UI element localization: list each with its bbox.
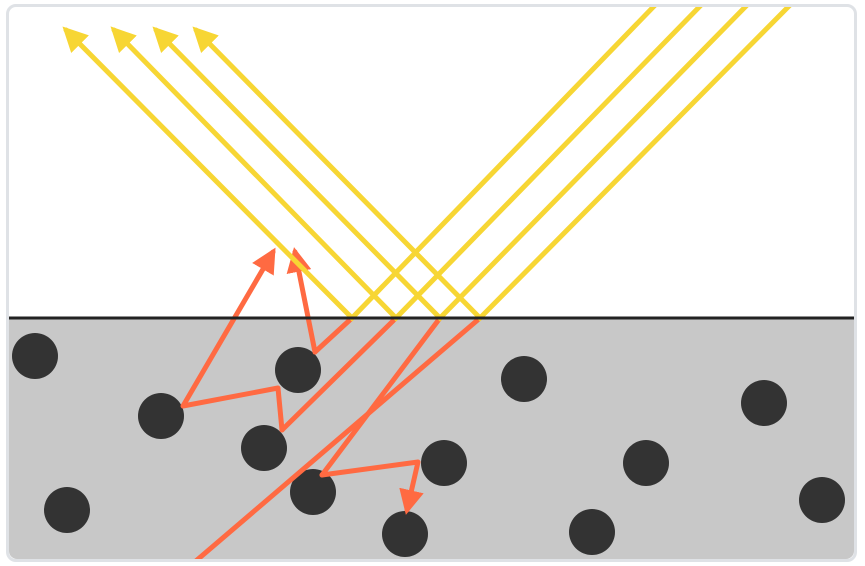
reflected-rays — [62, 7, 798, 322]
particle — [569, 509, 615, 555]
particle — [623, 440, 669, 486]
scatter-path-up — [180, 247, 285, 433]
particle — [138, 393, 184, 439]
particle — [290, 469, 336, 515]
particle — [421, 440, 467, 486]
particle — [275, 347, 321, 393]
scatter-path-down — [319, 459, 424, 515]
particle — [799, 477, 845, 523]
scattered-paths — [180, 247, 424, 515]
refracted-rays — [187, 315, 483, 559]
particles — [12, 333, 845, 557]
refracted-ray — [319, 315, 443, 478]
refracted-ray — [312, 315, 355, 355]
refracted-ray — [187, 315, 483, 559]
light-ray — [62, 7, 663, 322]
refracted-ray — [279, 315, 399, 433]
particle — [44, 487, 90, 533]
material-region — [9, 318, 854, 559]
particle — [241, 425, 287, 471]
particle — [12, 333, 58, 379]
particle — [741, 380, 787, 426]
particle — [382, 511, 428, 557]
particle — [501, 356, 547, 402]
scatter-path-up — [286, 247, 318, 355]
